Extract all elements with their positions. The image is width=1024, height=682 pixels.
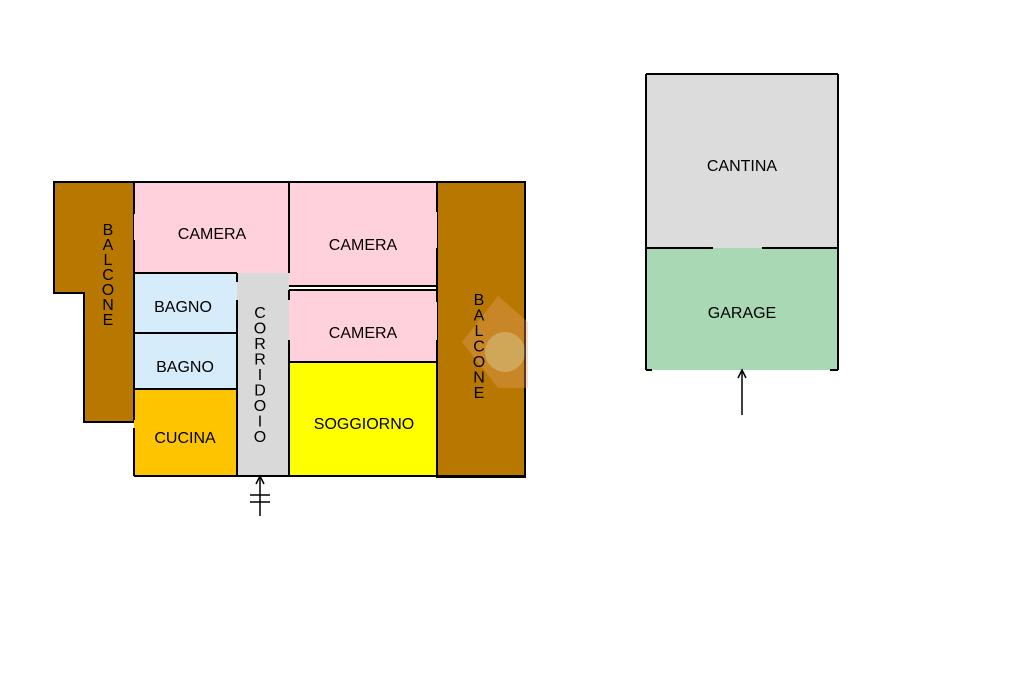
kitchen-area [134,389,237,476]
kitchen-label: CUCINA [154,430,216,447]
bedroom-top-right-label: CAMERA [329,237,398,254]
bathroom-1-label: BAGNO [154,299,212,316]
garage-label: GARAGE [708,305,776,322]
cellar-label: CANTINA [707,158,778,175]
bathroom-2-area [134,333,237,389]
garage-entrance-arrow-icon [737,368,747,415]
cellar-area [646,74,838,248]
entrance-arrow-icon [250,474,270,516]
living-room-label: SOGGIORNO [314,416,414,433]
bathroom-1-area [134,273,237,333]
bedroom-top-right-area [289,182,437,286]
bedroom-middle-area [289,290,437,362]
bedroom-middle-label: CAMERA [329,325,398,342]
bathroom-2-label: BAGNO [156,359,214,376]
balcony-right-area [436,181,526,478]
living-room-area [289,362,437,476]
balcony-left-area [53,181,135,423]
bedroom-top-left-label: CAMERA [178,226,247,243]
garage-area [646,248,838,370]
annex-walls [645,73,839,371]
watermark-logo-icon [462,296,528,388]
bedroom-top-left-area [134,182,289,273]
corridor-area [237,273,289,476]
apartment-walls [133,181,525,477]
